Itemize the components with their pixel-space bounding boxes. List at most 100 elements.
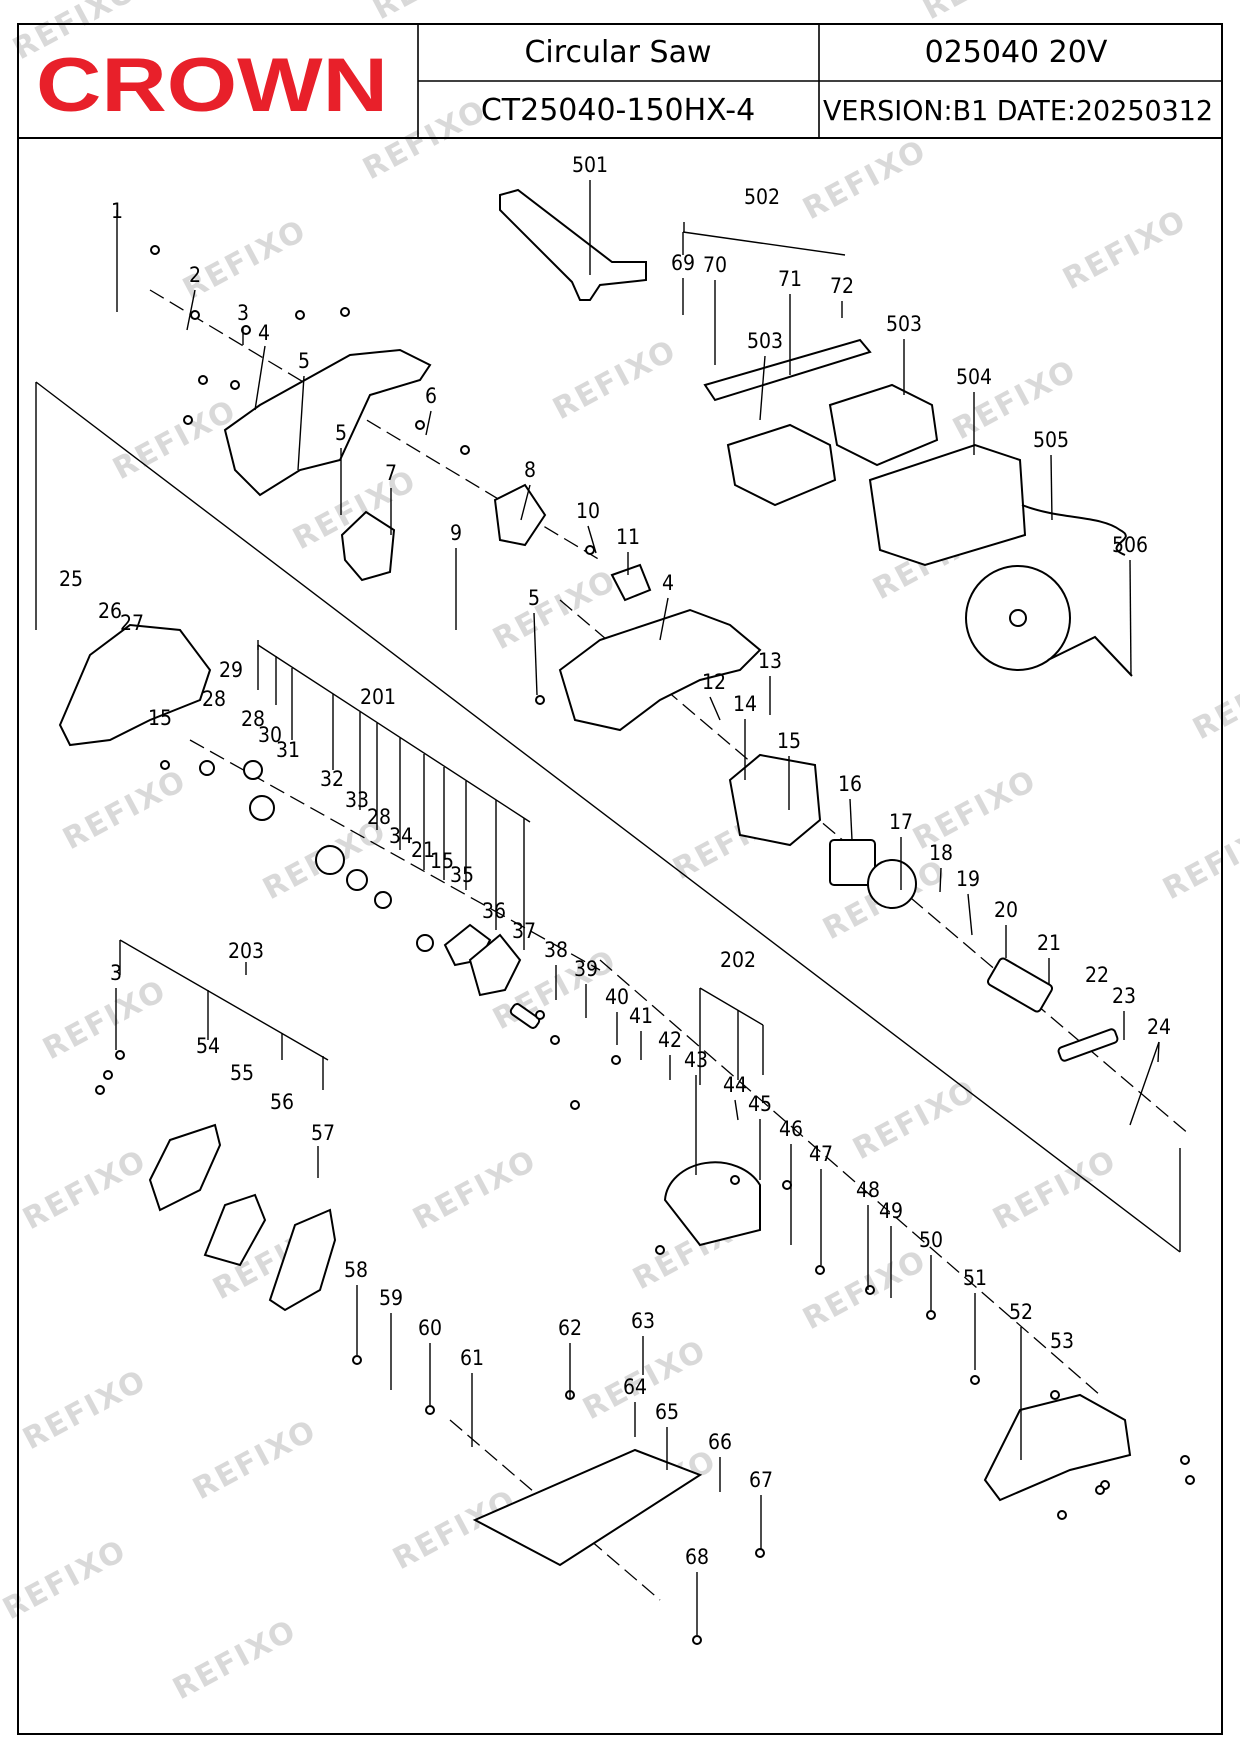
part-number-label: 55 [230, 1061, 254, 1085]
part-number-label: 18 [929, 841, 953, 865]
screw [585, 545, 595, 555]
bracket-line [119, 939, 329, 1061]
screw [570, 1100, 580, 1110]
part-number-label: 65 [655, 1400, 679, 1424]
part-number-label: 28 [241, 707, 265, 731]
part-number-label: 51 [963, 1266, 987, 1290]
part-number-label: 15 [148, 706, 172, 730]
screw [655, 1245, 665, 1255]
sheet-border [17, 23, 1223, 1735]
fan-baffle [867, 859, 917, 909]
part-number-label: 4 [258, 321, 270, 345]
leader-line [587, 525, 597, 554]
version-date: VERSION:B1 DATE:20250312 [823, 94, 1213, 127]
part-number-label: 60 [418, 1316, 442, 1340]
part-number-label: 21 [411, 838, 435, 862]
part-number-label: 9 [450, 521, 462, 545]
part-number-label: 503 [886, 312, 922, 336]
screw [1095, 1485, 1105, 1495]
screw [295, 310, 305, 320]
watermark-text: REFIXO [0, 1533, 133, 1627]
part-number-label: 2 [189, 263, 201, 287]
base-plate [472, 1448, 703, 1567]
spindle [509, 1003, 541, 1029]
part-number-label: 8 [524, 458, 536, 482]
leader-line [659, 597, 669, 641]
part-number-label: 44 [723, 1073, 747, 1097]
guide-rail [703, 338, 872, 402]
part-number-label: 70 [703, 253, 727, 277]
watermark-text: REFIXO [17, 1143, 152, 1237]
part-number-label: 501 [572, 153, 608, 177]
part-number-label: 31 [276, 738, 300, 762]
screw [340, 307, 350, 317]
part-number-label: 49 [879, 1199, 903, 1223]
part-number-label: 1 [111, 199, 123, 223]
part-number-label: 24 [1147, 1015, 1171, 1039]
part-number-label: 28 [202, 687, 226, 711]
watermark-text: REFIXO [187, 1413, 322, 1507]
watermark-text: REFIXO [167, 1613, 302, 1707]
bracket-line [699, 987, 764, 1026]
screw [535, 695, 545, 705]
part-number-label: 202 [720, 948, 756, 972]
part-number-label: 46 [779, 1117, 803, 1141]
part-number-label: 45 [748, 1092, 772, 1116]
battery-charger [868, 443, 1027, 567]
leader-line [849, 798, 853, 841]
brand-logo: CROWN [36, 43, 388, 128]
watermark-text: REFIXO [1157, 813, 1240, 907]
lower-blade-guard [663, 1161, 761, 1247]
part-number-label: 21 [1037, 931, 1061, 955]
part-number-label: 50 [919, 1228, 943, 1252]
part-number-label: 52 [1009, 1300, 1033, 1324]
charger-cord [1021, 504, 1127, 556]
armature [986, 957, 1054, 1013]
part-number-label: 33 [345, 788, 369, 812]
parts-drawings [58, 188, 1195, 1645]
part-number-label: 6 [425, 384, 437, 408]
part-number-label: 32 [320, 767, 344, 791]
bearing [199, 760, 215, 776]
leader-line [734, 1099, 739, 1121]
fixed-blade-guard [58, 623, 212, 747]
gear [249, 795, 275, 821]
part-number-label: 203 [228, 939, 264, 963]
watermark-text: REFIXO [107, 393, 242, 487]
bracket-line [257, 644, 531, 823]
part-number-label: 68 [685, 1545, 709, 1569]
part-number-label: 3 [237, 301, 249, 325]
part-number-label: 14 [733, 692, 757, 716]
lock-off-button [610, 563, 652, 602]
leader-line [1129, 559, 1132, 676]
part-number-label: 504 [956, 365, 992, 389]
screw [103, 1070, 113, 1080]
part-number-label: 5 [528, 586, 540, 610]
part-number-label: 25 [59, 567, 83, 591]
switch-module [493, 483, 547, 547]
part-number-label: 5 [335, 421, 347, 445]
part-number-label: 42 [658, 1028, 682, 1052]
battery-pack [828, 383, 939, 467]
screw [1050, 1390, 1060, 1400]
part-number-label: 64 [623, 1375, 647, 1399]
part-number-label: 71 [778, 267, 802, 291]
screw [926, 1310, 936, 1320]
bracket-line [682, 231, 846, 256]
leader-line [1157, 1041, 1160, 1063]
leader-line [186, 289, 196, 331]
output-gear [315, 845, 345, 875]
leader-line [1050, 454, 1053, 521]
part-number-label: 43 [684, 1048, 708, 1072]
screw [150, 245, 160, 255]
screw [352, 1355, 362, 1365]
part-number-label: 506 [1112, 533, 1148, 557]
leader-line [533, 612, 538, 696]
part-number-label: 36 [482, 899, 506, 923]
part-number-label: 38 [544, 938, 568, 962]
part-number-label: 28 [367, 805, 391, 829]
model-code: 025040 20V [925, 35, 1108, 70]
screw [755, 1548, 765, 1558]
